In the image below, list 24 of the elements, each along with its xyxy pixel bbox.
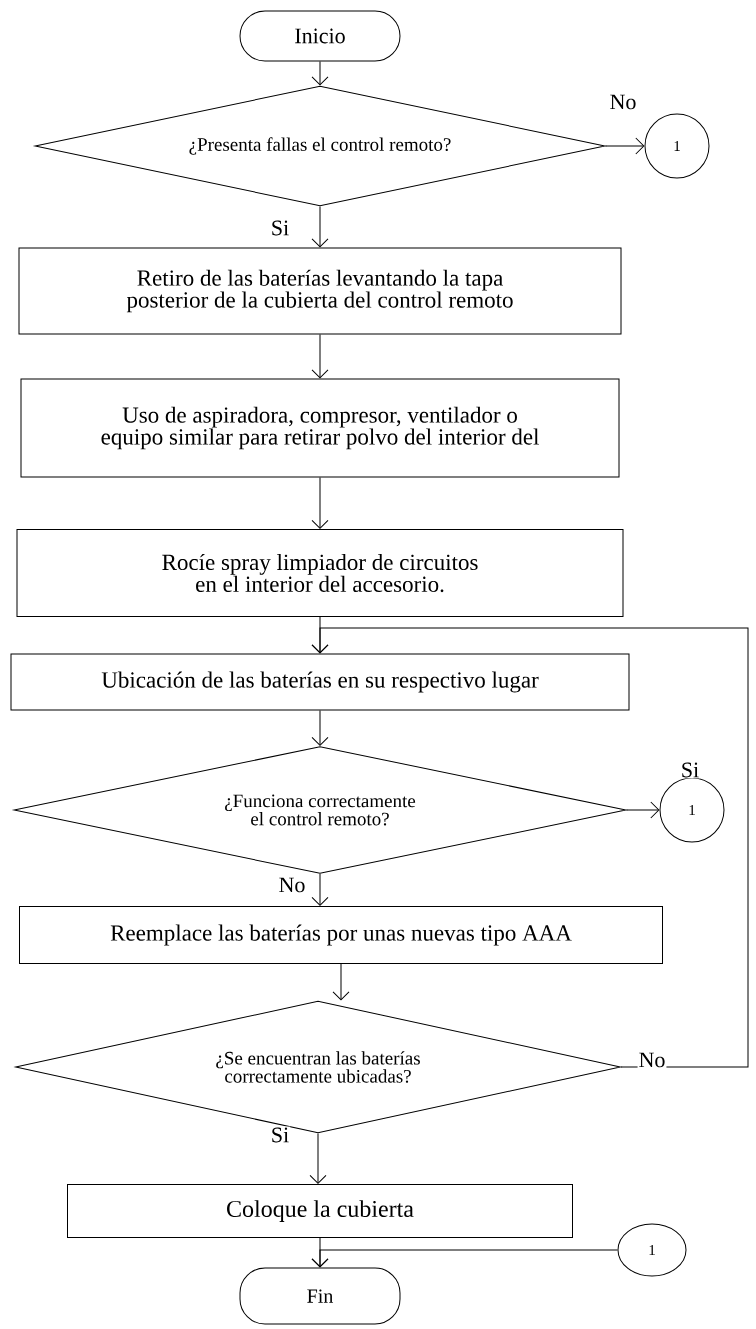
arrow xyxy=(311,710,329,746)
arrow xyxy=(311,206,329,248)
process-box: Ubicación de las baterías en su respectivo lugar xyxy=(10,653,630,711)
arrow xyxy=(311,61,329,86)
edge-label: No xyxy=(608,93,638,111)
process-box: Retiro de las baterías levantando la tapa posterior de la cubierta del control remoto xyxy=(18,247,622,335)
edge-label: Si xyxy=(269,1126,291,1144)
edge-label: No xyxy=(637,1051,667,1069)
arrow xyxy=(309,1133,327,1184)
process-box: Uso de aspiradora, compresor, ventilador o equipo similar para retirar polvo del interior del xyxy=(20,378,620,478)
arrow xyxy=(332,963,350,1001)
arrow xyxy=(311,1249,618,1268)
arrow xyxy=(311,477,329,529)
process-box: Coloque la cubierta xyxy=(67,1184,573,1238)
arrow xyxy=(605,137,645,155)
process-box: Rocíe spray limpiador de circuitos en el interior del accesorio. xyxy=(16,529,624,617)
arrow xyxy=(626,801,660,819)
arrow xyxy=(311,627,749,1068)
arrow xyxy=(311,334,329,379)
arrow xyxy=(311,873,329,906)
process-box: Reemplace las baterías por unas nuevas tipo AAA xyxy=(19,906,663,964)
edge-label: Si xyxy=(679,761,701,779)
edge-label: No xyxy=(277,876,307,894)
edge-label: Si xyxy=(269,219,291,237)
